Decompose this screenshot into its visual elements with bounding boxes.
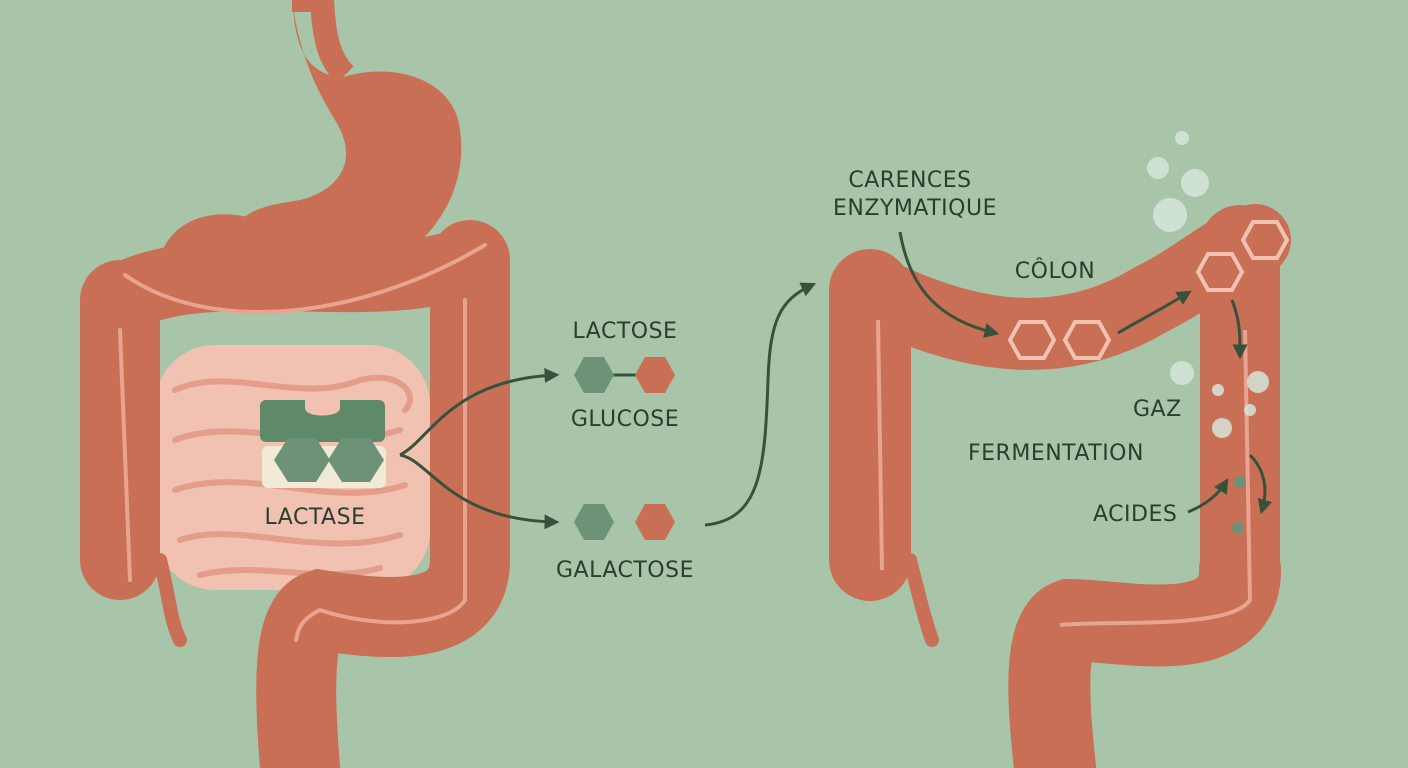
- arrow-descending: [1230, 299, 1248, 360]
- arrow-acides: [1187, 478, 1229, 514]
- arrow-colon-flow: [1117, 290, 1192, 335]
- label-glucose: GLUCOSE: [570, 407, 680, 432]
- label-carences-line2: ENZYMATIQUE: [833, 196, 997, 221]
- label-galactose: GALACTOSE: [555, 558, 694, 583]
- label-gaz: GAZ: [1133, 397, 1182, 422]
- stomach: [238, 0, 462, 281]
- label-acides: ACIDES: [1093, 502, 1178, 527]
- large-intestine-left: [80, 220, 510, 768]
- label-lactose: LACTOSE: [572, 319, 678, 344]
- arrow-fermentation: [1248, 453, 1273, 515]
- lactase-enzyme-icon: [260, 400, 386, 488]
- colon: [829, 204, 1291, 768]
- arrow-to-colon: [704, 282, 817, 527]
- galactose-molecule-icon: [574, 504, 675, 540]
- label-colon: CÔLON: [1014, 259, 1096, 284]
- label-fermentation: FERMENTATION: [968, 441, 1144, 466]
- label-carences-line1: CARENCES: [848, 168, 972, 193]
- lactose-molecule-icon: [574, 357, 675, 393]
- colon-molecules-icon: [1007, 220, 1290, 360]
- arrow-carences: [898, 231, 1000, 338]
- label-lactase: LACTASE: [264, 505, 366, 530]
- gas-bubbles-icon: [1147, 131, 1269, 438]
- arrow-to-galactose: [399, 453, 560, 530]
- arrow-to-lactose: [399, 368, 560, 457]
